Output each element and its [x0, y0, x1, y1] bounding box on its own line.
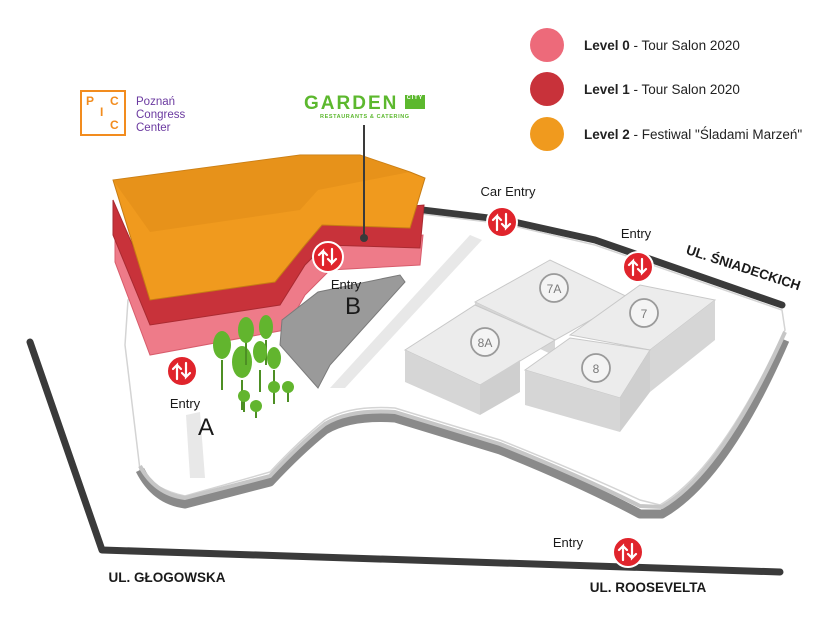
car-entry-label: Car Entry	[481, 184, 536, 199]
entry-a-icon	[166, 355, 198, 387]
hall-7a-badge: 7A	[539, 273, 569, 303]
entry-b-letter: B	[345, 293, 361, 320]
svg-text:7A: 7A	[547, 282, 562, 296]
entry-ne-label: Entry	[621, 226, 652, 241]
entry-ne-icon	[622, 251, 654, 283]
entry-b-icon	[312, 241, 344, 273]
legend-text-level-2: Level 2 - Festiwal "Śladami Marzeń"	[584, 126, 803, 142]
garden-logo-word: GARDEN	[304, 93, 399, 114]
legend-swatch-level-1	[530, 72, 564, 106]
pcc-mark-letter-2: C	[110, 94, 119, 108]
legend-swatch-level-2	[530, 117, 564, 151]
pcc-line-3: Center	[136, 122, 171, 134]
pcc-mark-letter-1: P	[86, 94, 95, 108]
car-entry-icon	[486, 206, 518, 238]
legend-text-level-1: Level 1 - Tour Salon 2020	[584, 81, 740, 97]
entry-b-label: Entry	[331, 277, 362, 292]
entry-south-icon	[612, 536, 644, 568]
hall-8a-badge: 8A	[470, 327, 500, 357]
grey-building	[279, 274, 406, 389]
garden-logo-city: CITY	[405, 95, 425, 109]
pcc-logo-mark: P C I C	[80, 90, 126, 136]
path-car-entry	[330, 235, 482, 388]
entry-a-letter: A	[198, 414, 214, 441]
pcc-logo-text: Poznań Congress Center	[136, 96, 185, 135]
poznan-congress-center-logo: P C I C Poznań Congress Center	[80, 90, 230, 140]
ground-plot-edge-light	[138, 331, 787, 509]
svg-text:8A: 8A	[478, 336, 493, 350]
hall-8-badge: 8	[581, 353, 611, 383]
legend-item-level-1: Level 1 - Tour Salon 2020	[530, 72, 740, 106]
garden-pointer-dot	[360, 234, 368, 242]
building-level-2-roof	[113, 155, 410, 232]
street-glogowska: UL. GŁOGOWSKA	[109, 570, 226, 585]
ground-plot-edge	[135, 338, 790, 519]
legend-swatch-level-0	[530, 28, 564, 62]
path-a	[186, 412, 205, 478]
pcc-mark-letter-3: I	[100, 105, 104, 119]
pcc-line-2: Congress	[136, 109, 186, 121]
street-roosevelta: UL. ROOSEVELTA	[590, 580, 707, 595]
garden-logo-subtitle: RESTAURANTS & CATERING	[320, 114, 410, 120]
legend-text-level-0: Level 0 - Tour Salon 2020	[584, 37, 740, 53]
garden-city-logo: GARDEN CITY RESTAURANTS & CATERING	[304, 93, 429, 125]
pcc-mark-letter-4: C	[110, 118, 119, 132]
entry-south-label: Entry	[553, 535, 584, 550]
road-sniadeckich	[418, 206, 786, 309]
svg-text:8: 8	[593, 362, 600, 376]
road-glogowska	[26, 338, 784, 576]
entry-a-label: Entry	[170, 396, 201, 411]
hall-7-badge: 7	[629, 298, 659, 328]
legend-item-level-2: Level 2 - Festiwal "Śladami Marzeń"	[530, 117, 802, 151]
legend-item-level-0: Level 0 - Tour Salon 2020	[530, 28, 740, 62]
pcc-line-1: Poznań	[136, 96, 176, 108]
svg-text:7: 7	[641, 307, 648, 321]
trees	[213, 315, 294, 418]
